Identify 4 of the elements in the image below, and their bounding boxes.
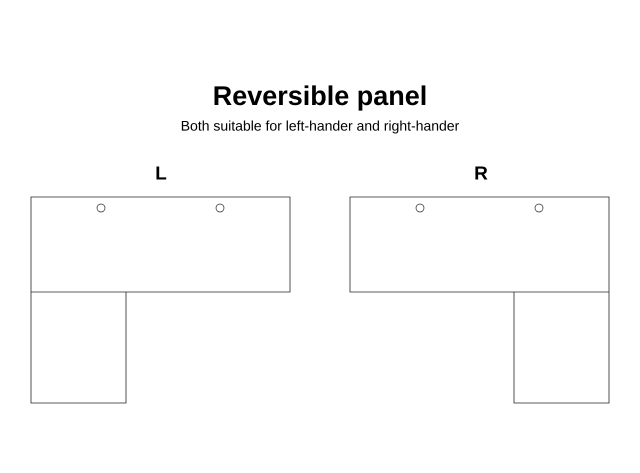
title: Reversible panel [214,85,426,111]
subtitle: Both suitable for left-hander and right-hander [182,120,460,134]
side-label: R [475,166,488,180]
side-label: L [156,166,166,180]
